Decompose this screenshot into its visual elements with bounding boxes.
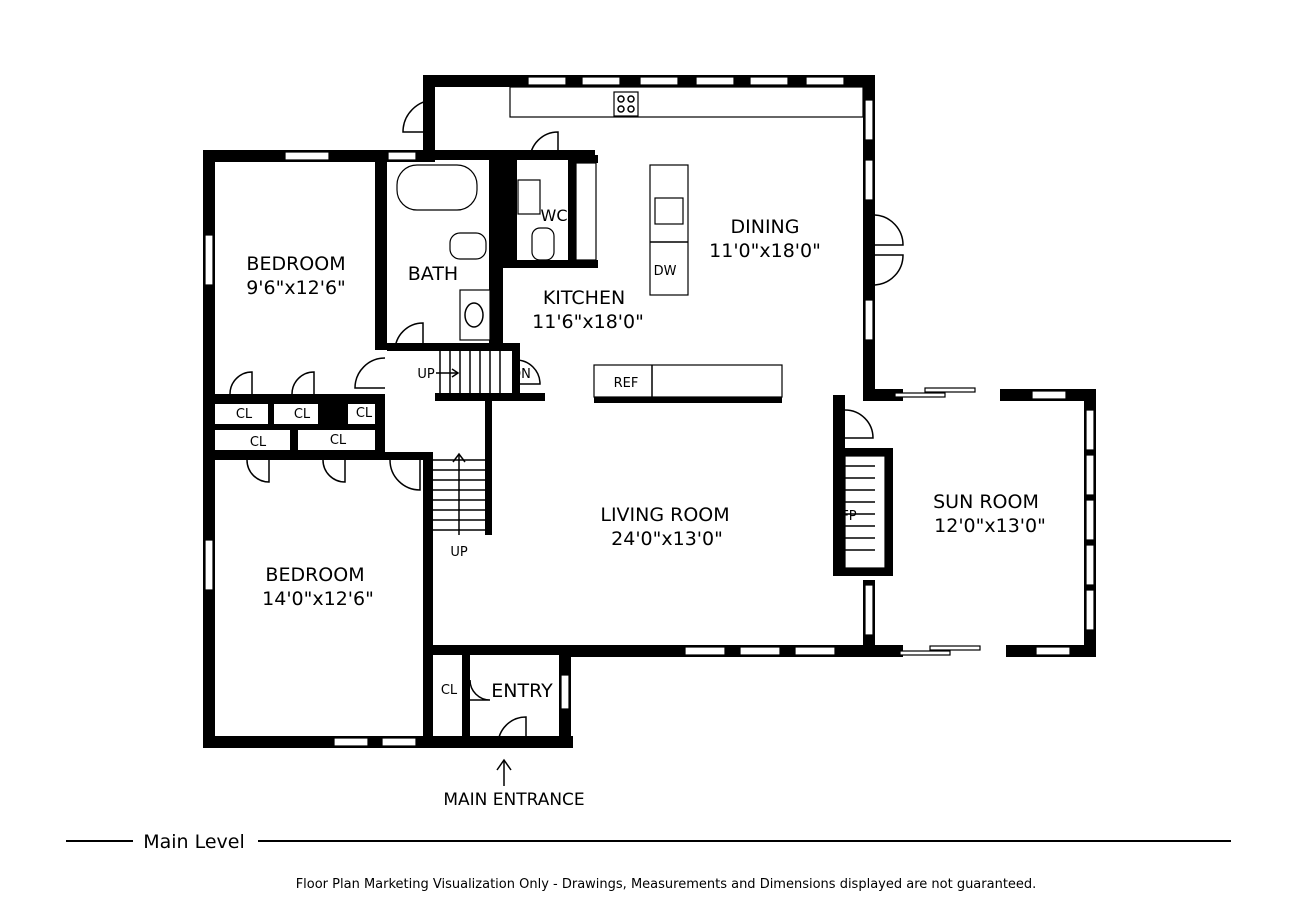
sink-icon — [654, 197, 684, 225]
disclaimer-text: Floor Plan Marketing Visualization Only … — [296, 877, 1037, 892]
closet-label: CL — [294, 407, 311, 422]
kitchen-island — [649, 164, 689, 296]
level-label: Main Level — [143, 831, 245, 853]
fireplace-label: FP — [841, 509, 856, 524]
bedroom1-name: BEDROOM — [246, 253, 345, 275]
bath-name: BATH — [408, 263, 458, 285]
wc-name: WC — [541, 206, 568, 225]
bedroom1-dim: 9'6"x12'6" — [246, 277, 346, 299]
living-name: LIVING ROOM — [600, 504, 729, 526]
stairs-lower — [433, 452, 485, 535]
bathtub-icon — [396, 164, 478, 211]
counter-with-fridge — [593, 364, 783, 398]
bath-toilet-icon — [449, 232, 487, 260]
stairs-upper — [436, 351, 501, 393]
sunroom-dim: 12'0"x13'0" — [934, 515, 1046, 537]
door-swings — [229, 99, 904, 746]
kitchen-dim: 11'6"x18'0" — [532, 311, 644, 333]
living-dim: 24'0"x13'0" — [611, 528, 723, 550]
interior-walls — [203, 150, 782, 745]
sliding-doors — [894, 387, 981, 656]
bedroom2-dim: 14'0"x12'6" — [262, 588, 374, 610]
stairs-down-label: DN — [511, 367, 531, 382]
refrigerator-label: REF — [614, 376, 639, 391]
fixtures — [396, 86, 886, 786]
windows — [204, 76, 1095, 747]
main-entrance-label: MAIN ENTRANCE — [443, 790, 584, 810]
cooktop-icon — [613, 91, 639, 117]
closet-label: CL — [330, 433, 347, 448]
dining-dim: 11'0"x18'0" — [709, 240, 821, 262]
toilet-icon — [531, 227, 555, 261]
entry-name: ENTRY — [491, 680, 553, 702]
closet-label: CL — [236, 407, 253, 422]
stairs-up-label: UP — [417, 367, 435, 382]
bedroom2-name: BEDROOM — [265, 564, 364, 586]
footer: Main Level Floor Plan Marketing Visualiz… — [66, 831, 1231, 892]
sunroom-name: SUN ROOM — [933, 491, 1039, 513]
closet-label: CL — [356, 406, 373, 421]
stairs-up-label: UP — [450, 545, 468, 560]
labels: BEDROOM 9'6"x12'6" BATH WC KITCHEN 11'6"… — [236, 206, 1046, 810]
kitchen-name: KITCHEN — [543, 287, 625, 309]
closet-label: CL — [441, 683, 458, 698]
closet-label: CL — [250, 435, 267, 450]
dishwasher-label: DW — [654, 264, 677, 279]
dining-name: DINING — [731, 216, 800, 238]
